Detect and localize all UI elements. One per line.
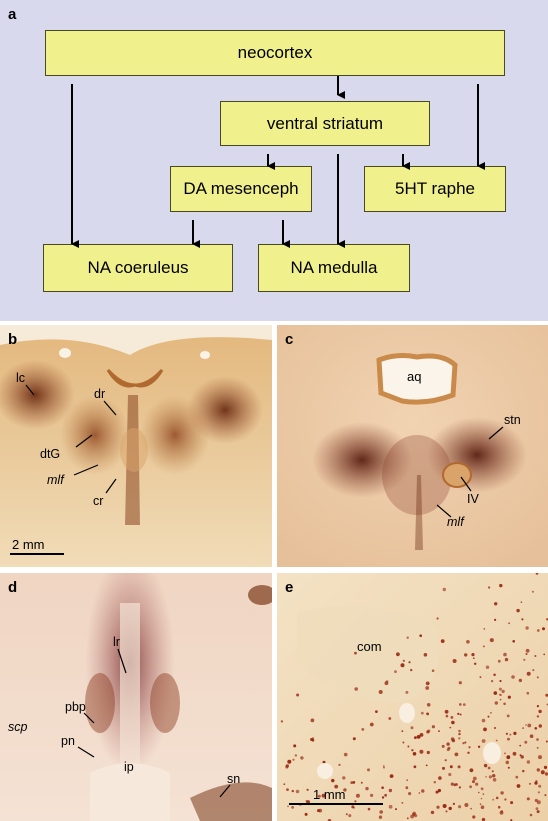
scale-bar-label-e: 1 mm [313, 787, 346, 802]
label-dtG: dtG [40, 447, 61, 461]
label-cr: cr [93, 494, 104, 508]
label-com: com [357, 639, 382, 654]
panel-letter-d: d [8, 579, 18, 596]
label-mlf-b: mlf [47, 473, 64, 487]
box-ventral-striatum: ventral striatum [220, 101, 430, 146]
panel-letter-a: a [8, 6, 17, 23]
panel-b-tissue-image [0, 325, 272, 567]
label-dr: dr [94, 387, 106, 401]
diagram-arrows [71, 76, 485, 248]
panel-b-micrograph: b lc dr dtG mlf cr 2 mm [0, 325, 272, 567]
label-stn: stn [504, 413, 521, 427]
label-IV: IV [467, 492, 479, 506]
panel-a-diagram: a neocortex ventral striatum DA mesencep… [0, 0, 548, 321]
box-na-coeruleus: NA coeruleus [43, 244, 233, 292]
panel-e-scale-bar [289, 803, 383, 805]
panel-d-tissue-image [0, 573, 272, 821]
panel-d-leader-lines [77, 648, 231, 798]
panel-c-tissue-image [277, 325, 548, 567]
panel-b-leader-lines [10, 384, 117, 555]
label-scp: scp [8, 720, 28, 734]
panel-d-micrograph: d lr pbp scp pn ip sn [0, 573, 272, 821]
panel-letter-e: e [285, 579, 294, 596]
label-lc: lc [16, 371, 26, 385]
label-aq: aq [407, 369, 422, 384]
panel-letter-c: c [285, 331, 294, 348]
label-mlf-c: mlf [447, 515, 464, 529]
label-ip: ip [124, 760, 134, 774]
label-sn: sn [227, 772, 241, 786]
label-lr: lr [113, 635, 120, 649]
panel-c-leader-lines [436, 426, 504, 518]
label-pbp: pbp [65, 700, 86, 714]
panel-e-micrograph: e com 1 mm [277, 573, 548, 821]
label-pn: pn [61, 734, 75, 748]
box-5ht-raphe: 5HT raphe [364, 166, 506, 212]
panel-c-micrograph: c aq stn IV mlf [277, 325, 548, 567]
scale-bar-label-b: 2 mm [12, 537, 45, 552]
box-na-medulla: NA medulla [258, 244, 410, 292]
box-neocortex: neocortex [45, 30, 505, 76]
box-da-mesenceph: DA mesenceph [170, 166, 312, 212]
panel-letter-b: b [8, 331, 18, 348]
panel-e-tissue-image [277, 573, 548, 821]
